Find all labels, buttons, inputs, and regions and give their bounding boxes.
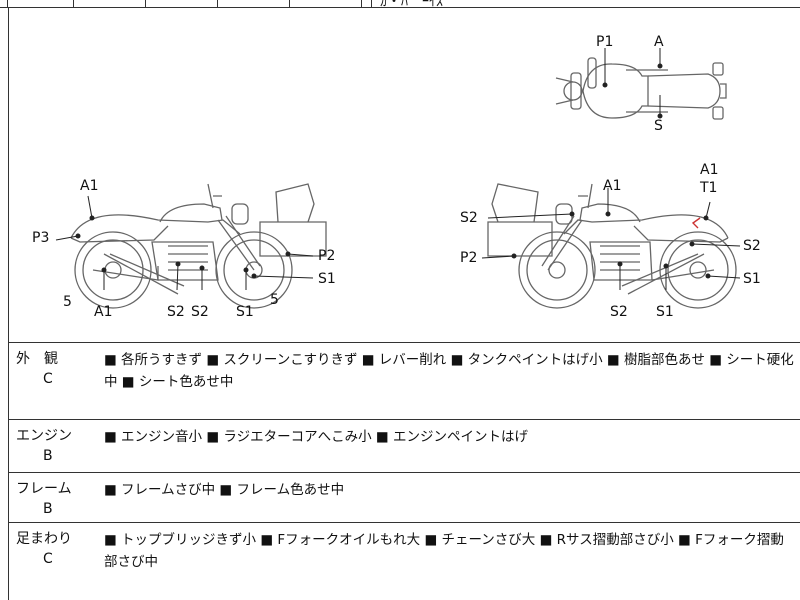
left-view-label: S2 bbox=[191, 304, 209, 320]
motorcycle-diagrams: P1 A S A1 P3 5 A1 S2 S2 S1 5 P2 S1 A1 T1… bbox=[32, 34, 761, 320]
condition-description: ■ 各所うすきず ■ スクリーンこすりきず ■ レバー削れ ■ タンクペイントは… bbox=[104, 352, 794, 390]
category-label: 外 観 bbox=[16, 351, 58, 367]
right-view-label: S1 bbox=[743, 271, 761, 287]
condition-category: エンジン B bbox=[16, 426, 86, 466]
right-view-label: S1 bbox=[656, 304, 674, 320]
condition-description: ■ トップブリッジきず小 ■ Fフォークオイルもれ大 ■ チェーンさび大 ■ R… bbox=[104, 532, 784, 570]
left-view-motorcycle bbox=[70, 183, 327, 309]
right-view-label: P2 bbox=[460, 250, 477, 266]
left-view-label: 5 bbox=[270, 292, 279, 308]
condition-category: 外 観 C bbox=[16, 349, 86, 389]
category-label: 足まわり bbox=[16, 531, 72, 547]
right-view-motorcycle bbox=[487, 183, 737, 309]
right-view-label: A1 bbox=[603, 178, 621, 194]
category-grade: C bbox=[43, 551, 53, 567]
category-grade: B bbox=[43, 448, 53, 464]
header-table-strip: ｶ・ﾊ゛ｰｲｽ bbox=[0, 0, 800, 10]
inspection-sheet-frame bbox=[8, 8, 800, 600]
condition-category: 足まわり C bbox=[16, 529, 86, 569]
left-view-label: A1 bbox=[94, 304, 112, 320]
condition-description: ■ フレームさび中 ■ フレーム色あせ中 bbox=[104, 482, 345, 498]
top-view-label: P1 bbox=[596, 34, 613, 50]
header-text-fragment: ｶ・ﾊ゛ｰｲｽ bbox=[380, 0, 443, 10]
right-view-label: T1 bbox=[699, 180, 717, 196]
header-cell bbox=[218, 0, 290, 8]
right-view-label: S2 bbox=[460, 210, 478, 226]
condition-row-exterior: 外 観 C ■ 各所うすきず ■ スクリーンこすりきず ■ レバー削れ ■ タン… bbox=[8, 343, 800, 420]
header-cell bbox=[8, 0, 74, 8]
right-view-label: S2 bbox=[610, 304, 628, 320]
category-grade: B bbox=[43, 501, 53, 517]
condition-row-frame: フレーム B ■ フレームさび中 ■ フレーム色あせ中 bbox=[8, 473, 800, 523]
damage-mark-icon bbox=[691, 217, 701, 229]
left-view-label: P2 bbox=[318, 248, 335, 264]
left-view-label: S1 bbox=[236, 304, 254, 320]
top-view-motorcycle bbox=[555, 57, 727, 120]
right-view-label: S2 bbox=[743, 238, 761, 254]
header-cell bbox=[362, 0, 372, 8]
header-cell bbox=[290, 0, 362, 8]
left-view-label: S1 bbox=[318, 271, 336, 287]
right-view-label: A1 bbox=[700, 162, 718, 178]
category-grade: C bbox=[43, 371, 53, 387]
category-label: エンジン bbox=[16, 428, 72, 444]
condition-row-engine: エンジン B ■ エンジン音小 ■ ラジエターコアへこみ小 ■ エンジンペイント… bbox=[8, 420, 800, 473]
left-view-label: A1 bbox=[80, 178, 98, 194]
header-cell bbox=[74, 0, 146, 8]
header-cell bbox=[0, 0, 8, 8]
damage-diagram: P1 A S A1 P3 5 A1 S2 S2 S1 5 P2 S1 A1 T1… bbox=[8, 8, 800, 343]
header-cell bbox=[146, 0, 218, 8]
condition-row-suspension: 足まわり C ■ トップブリッジきず小 ■ Fフォークオイルもれ大 ■ チェーン… bbox=[8, 523, 800, 600]
top-view-label: A bbox=[654, 34, 664, 50]
category-label: フレーム bbox=[16, 481, 72, 497]
left-view-label: 5 bbox=[63, 294, 72, 310]
condition-category: フレーム B bbox=[16, 479, 86, 519]
condition-description: ■ エンジン音小 ■ ラジエターコアへこみ小 ■ エンジンペイントはげ bbox=[104, 429, 528, 445]
left-view-label: P3 bbox=[32, 230, 49, 246]
top-view-label: S bbox=[654, 118, 663, 134]
left-view-label: S2 bbox=[167, 304, 185, 320]
